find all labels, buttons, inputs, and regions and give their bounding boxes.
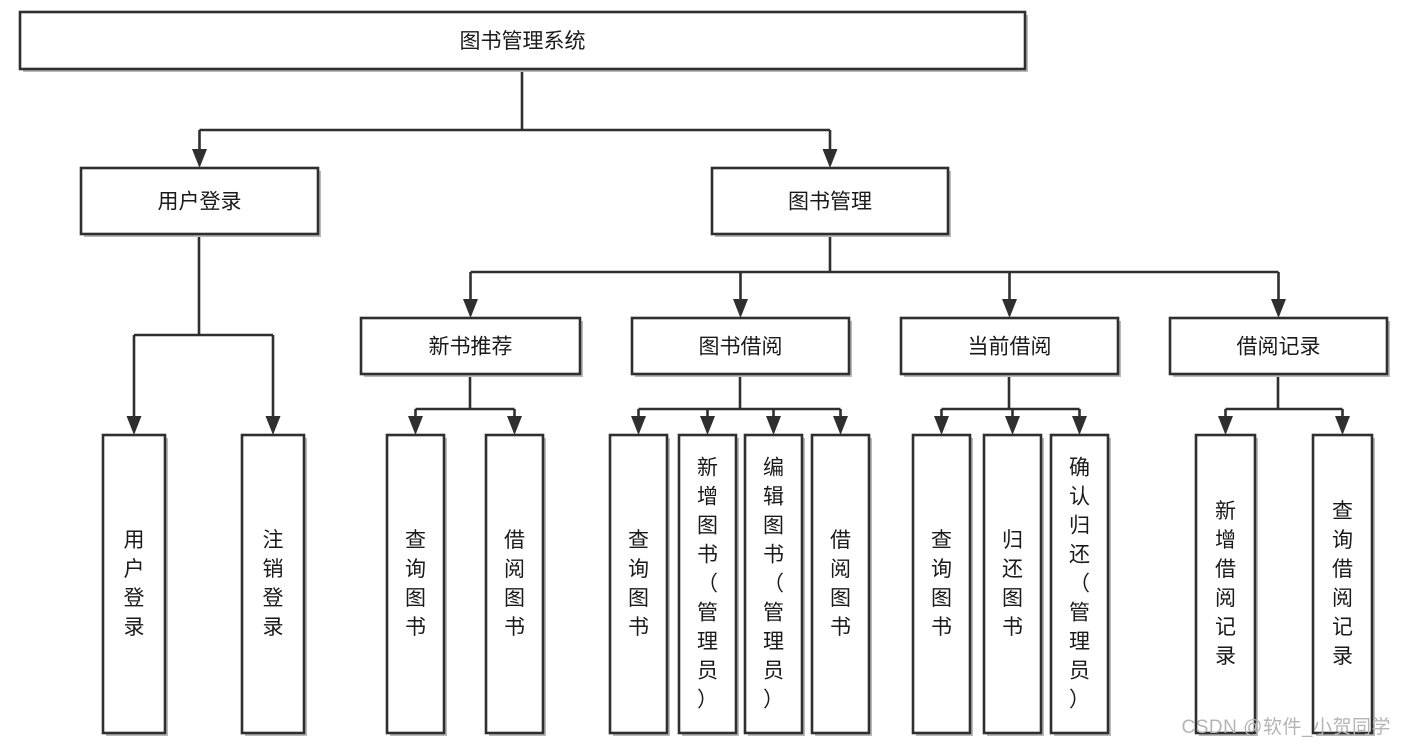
node-label: 确认归还（管理员） [1069, 457, 1090, 712]
node-root[interactable]: 图书管理系统 [18, 10, 1028, 72]
conn-userlogin-to-leaves [126, 234, 281, 435]
node-user-login[interactable]: 用户登录 [79, 166, 321, 237]
node-leaf-query-record[interactable]: 查询借阅记录 [1311, 433, 1375, 736]
node-leaf-user-login[interactable]: 用户登录 [101, 433, 168, 736]
node-leaf-edit-book[interactable]: 编辑图书（管理员） [743, 433, 805, 736]
node-leaf-query-book-1[interactable]: 查询图书 [385, 433, 447, 736]
node-leaf-borrow-book-1[interactable]: 借阅图书 [484, 433, 546, 736]
node-borrow-record[interactable]: 借阅记录 [1168, 316, 1390, 377]
node-current-borrow[interactable]: 当前借阅 [899, 316, 1121, 377]
node-label: 用户登录 [158, 191, 242, 214]
connector-arrowhead [1271, 299, 1286, 318]
connector-arrowhead [766, 416, 781, 435]
node-box[interactable] [240, 433, 306, 735]
connector-arrowhead [1218, 416, 1233, 435]
node-leaf-query-book-3[interactable]: 查询图书 [911, 433, 973, 736]
node-label: 查询图书 [628, 529, 649, 639]
connector-arrowhead [833, 416, 848, 435]
connector-arrowhead [1072, 416, 1087, 435]
node-box[interactable] [899, 316, 1120, 376]
node-box[interactable] [1194, 433, 1257, 735]
node-box[interactable] [911, 433, 972, 735]
connector-arrowhead [822, 149, 838, 168]
connector-arrowhead [463, 299, 478, 318]
connector-arrowhead [1002, 299, 1017, 318]
node-box[interactable] [1168, 316, 1389, 376]
node-box[interactable] [1049, 433, 1110, 735]
conn-recommend-to-leaves [408, 374, 522, 435]
node-label: 图书管理系统 [460, 30, 586, 53]
connector-arrowhead [934, 416, 949, 435]
node-label: 查询图书 [931, 529, 952, 639]
node-leaf-confirm-return[interactable]: 确认归还（管理员） [1049, 433, 1111, 736]
node-box[interactable] [484, 433, 545, 735]
node-box[interactable] [630, 316, 851, 376]
conn-current-to-leaves [934, 374, 1087, 435]
connector-arrowhead [265, 416, 281, 435]
connector-arrowhead [1005, 416, 1020, 435]
node-label: 借阅记录 [1237, 336, 1321, 359]
node-book-manage[interactable]: 图书管理 [710, 166, 951, 237]
connector-arrowhead [733, 299, 748, 318]
node-box[interactable] [743, 433, 804, 735]
conn-bookmanage-to-level3 [463, 234, 1286, 318]
node-box[interactable] [385, 433, 446, 735]
connector-arrowhead [700, 416, 715, 435]
node-box[interactable] [101, 433, 167, 735]
node-new-book-recommend[interactable]: 新书推荐 [359, 316, 583, 377]
connector-arrowhead [408, 416, 423, 435]
connector-arrowhead [126, 416, 142, 435]
node-label: 当前借阅 [968, 336, 1052, 359]
node-label: 查询图书 [405, 529, 426, 639]
node-label: 注销登录 [263, 529, 284, 639]
node-label: 新增借阅记录 [1215, 500, 1236, 668]
node-box[interactable] [18, 10, 1027, 71]
node-label: 借阅图书 [504, 529, 525, 639]
conn-record-to-leaves [1218, 374, 1350, 435]
node-label: 新书推荐 [429, 336, 513, 359]
node-box[interactable] [359, 316, 582, 376]
connector-arrowhead [507, 416, 522, 435]
node-box[interactable] [982, 433, 1043, 735]
connector-arrowhead [192, 149, 207, 168]
node-label: 图书管理 [788, 191, 872, 214]
node-layer: 图书管理系统用户登录图书管理新书推荐图书借阅当前借阅借阅记录用户登录注销登录查询… [18, 10, 1390, 736]
conn-root-to-level2 [192, 69, 838, 168]
node-leaf-return-book[interactable]: 归还图书 [982, 433, 1044, 736]
node-box[interactable] [677, 433, 738, 735]
connector-arrowhead [1335, 416, 1350, 435]
node-label: 图书借阅 [699, 336, 783, 359]
node-leaf-add-record[interactable]: 新增借阅记录 [1194, 433, 1258, 736]
node-book-borrow[interactable]: 图书借阅 [630, 316, 852, 377]
node-leaf-borrow-book-2[interactable]: 借阅图书 [810, 433, 872, 736]
node-box[interactable] [79, 166, 320, 236]
node-box[interactable] [1311, 433, 1374, 735]
node-label: 借阅图书 [830, 529, 851, 639]
node-label: 编辑图书（管理员） [763, 457, 784, 712]
conn-borrow-to-leaves [631, 374, 848, 435]
node-leaf-add-book[interactable]: 新增图书（管理员） [677, 433, 739, 736]
node-box[interactable] [608, 433, 669, 735]
connector-arrowhead [631, 416, 646, 435]
node-label: 用户登录 [124, 529, 145, 639]
node-label: 新增图书（管理员） [697, 457, 718, 712]
node-leaf-logout[interactable]: 注销登录 [240, 433, 307, 736]
node-box[interactable] [710, 166, 950, 236]
node-box[interactable] [810, 433, 871, 735]
node-leaf-query-book-2[interactable]: 查询图书 [608, 433, 670, 736]
connector-layer [126, 69, 1350, 435]
node-label: 查询借阅记录 [1332, 500, 1353, 668]
node-label: 归还图书 [1002, 529, 1023, 639]
